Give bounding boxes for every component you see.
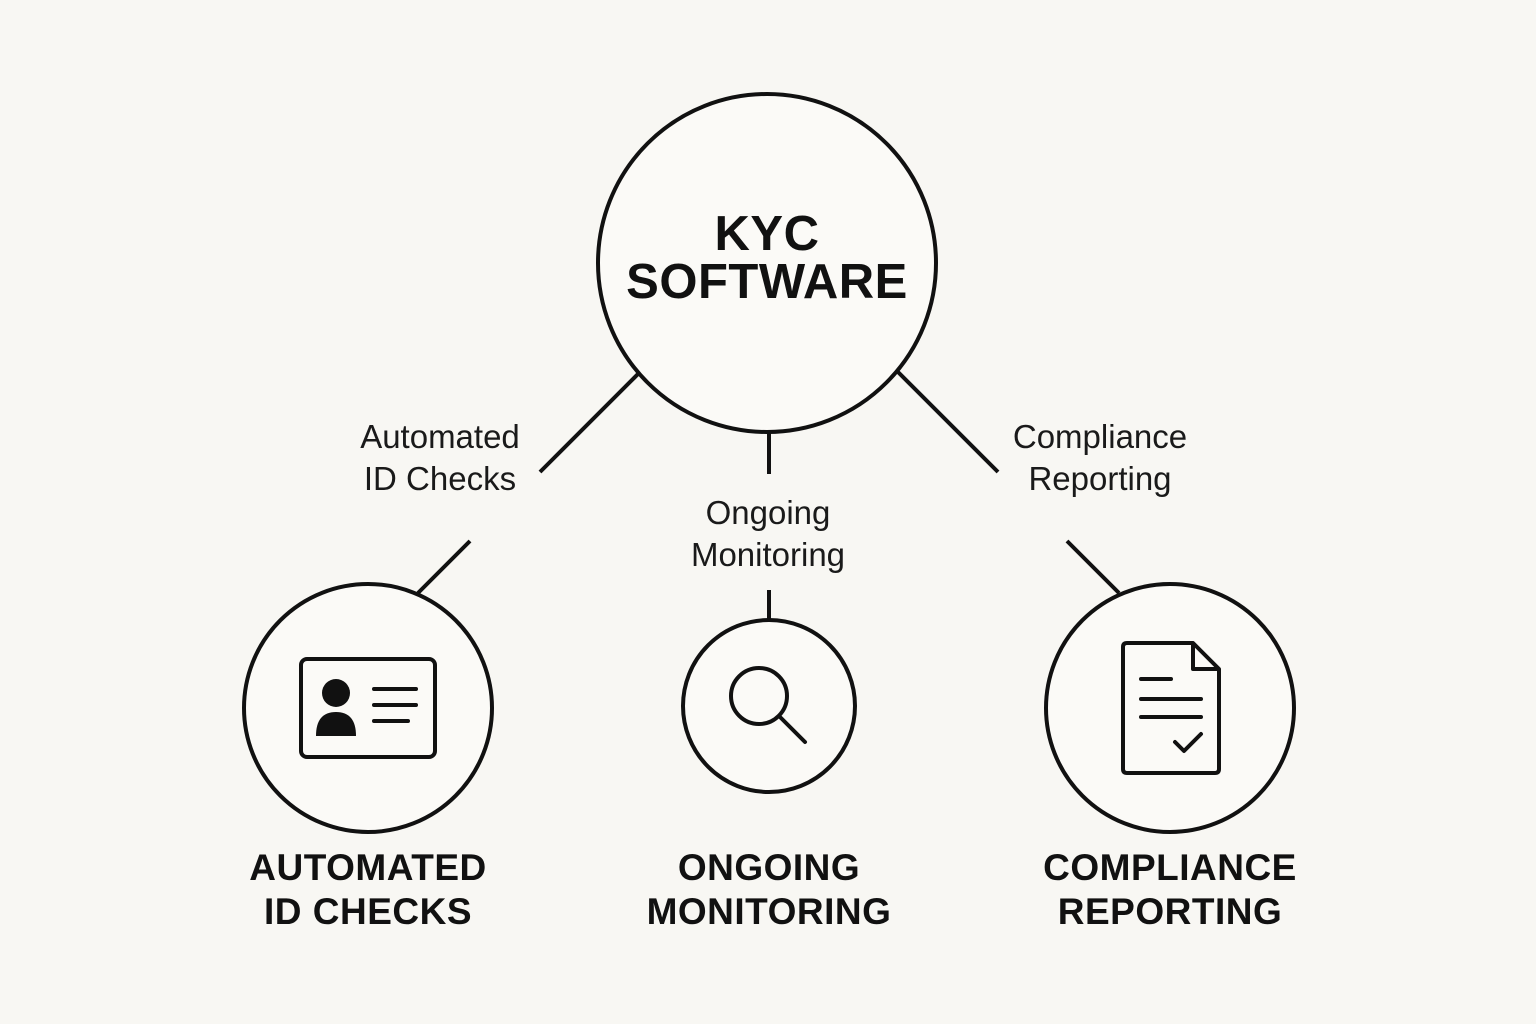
connector-center-to-label-rep — [890, 364, 1000, 474]
node-title-automated-id-checks: AUTOMATED ID CHECKS — [249, 847, 487, 932]
document-check-icon — [1121, 641, 1221, 775]
node-ongoing-monitoring — [681, 618, 857, 794]
edge-label-id-checks: Automated ID Checks — [360, 418, 520, 497]
edge-label-reporting: Compliance Reporting — [1012, 418, 1188, 497]
connector-label-to-node-rep — [1065, 539, 1121, 595]
id-card-icon — [299, 657, 437, 759]
node-title-ongoing-monitoring: ONGOING MONITORING — [646, 847, 892, 932]
connector-center-to-label-id — [538, 364, 648, 474]
center-title-line2: SOFTWARE — [626, 255, 908, 309]
node-title-compliance-reporting: COMPLIANCE REPORTING — [1043, 847, 1297, 932]
magnifier-icon — [729, 666, 807, 744]
node-compliance-reporting — [1044, 582, 1296, 834]
edge-label-monitoring: Ongoing Monitoring — [690, 494, 846, 573]
center-title-line1: KYC — [714, 207, 820, 261]
center-node-kyc-software: KYC SOFTWARE — [596, 92, 938, 434]
node-automated-id-checks — [242, 582, 494, 834]
connector-label-to-node-id — [416, 539, 472, 595]
